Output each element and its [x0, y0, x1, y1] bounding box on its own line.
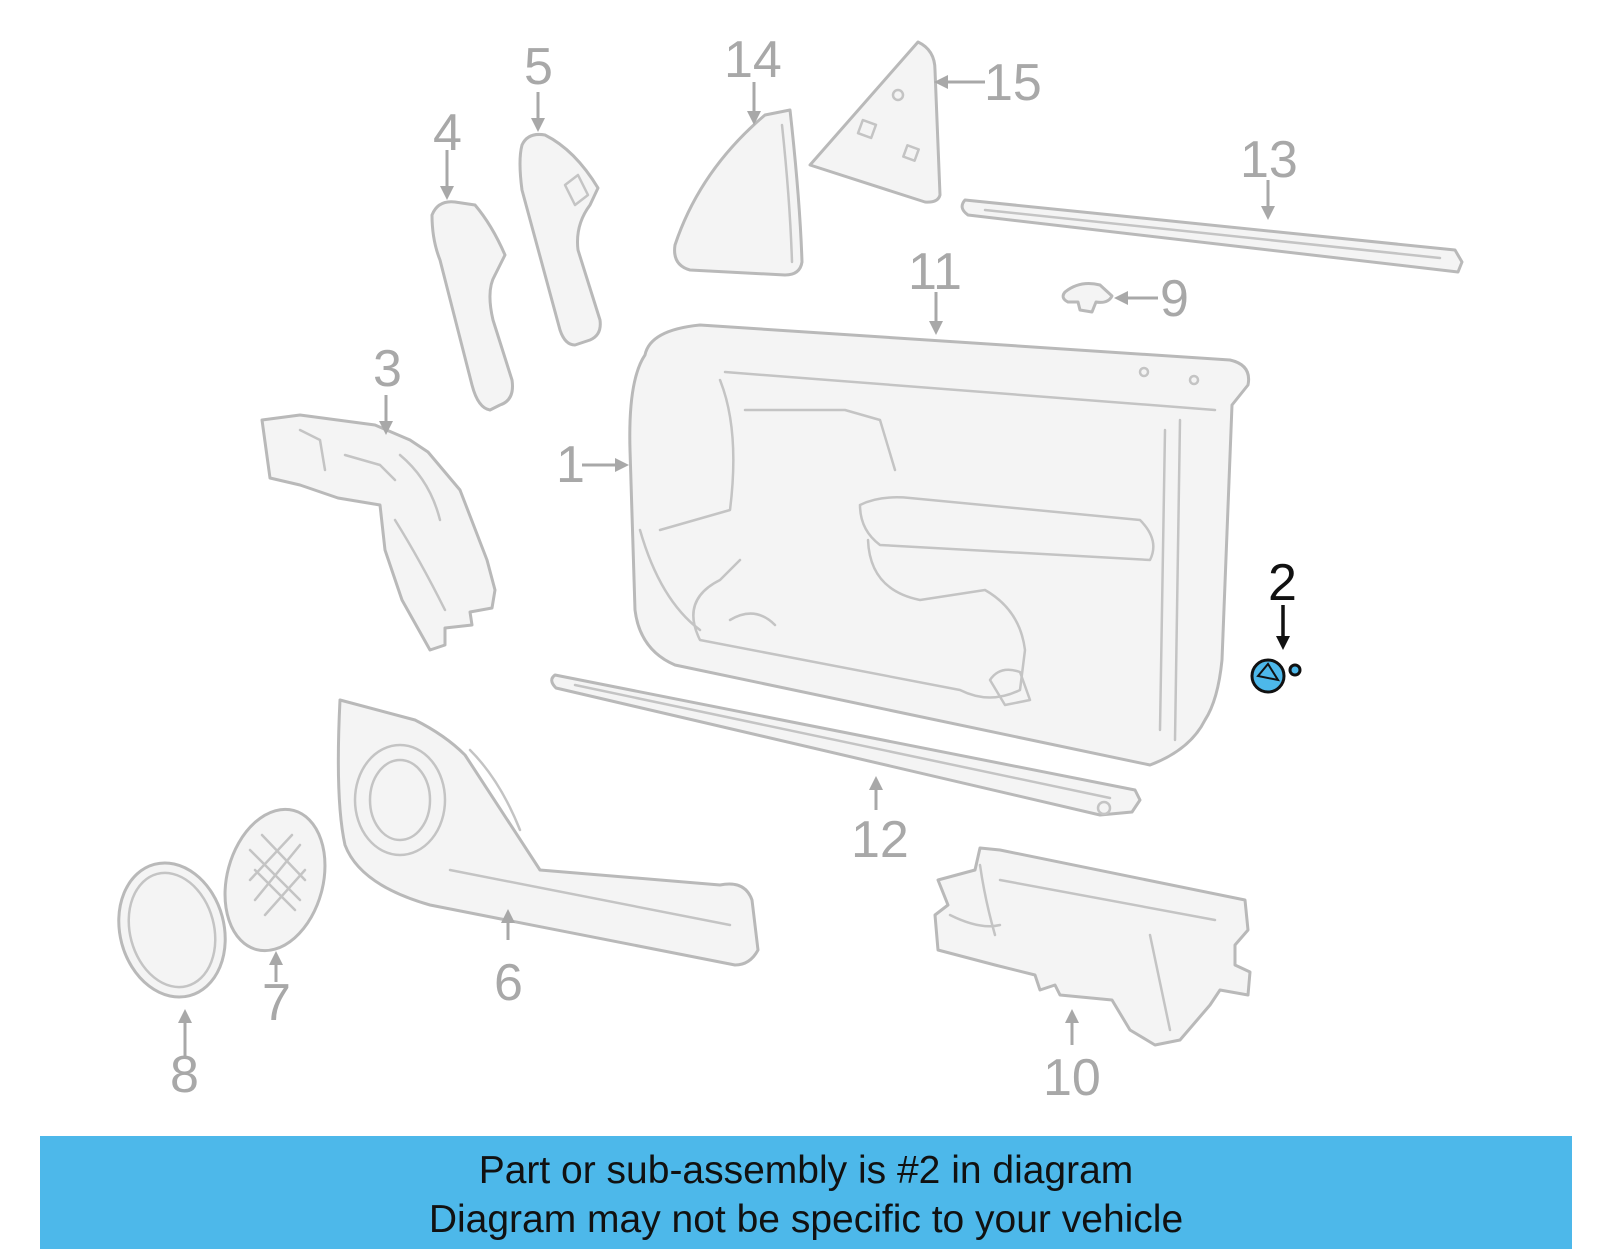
part-6-speaker-trim — [336, 698, 760, 967]
part-10-switch-bracket — [933, 846, 1252, 1047]
part-14-corner-trim — [673, 108, 804, 277]
callout-9: 9 — [1160, 270, 1189, 328]
part-7-speaker-grille — [223, 807, 327, 953]
callout-3: 3 — [373, 340, 402, 398]
callout-12: 12 — [851, 811, 909, 869]
part-2-highlighted-clip — [1250, 658, 1302, 694]
part-9-clip — [1061, 282, 1114, 314]
part-11-door-trim-panel — [628, 323, 1251, 767]
callout-11: 11 — [908, 243, 962, 301]
callout-8: 8 — [170, 1046, 199, 1104]
leader-lines — [178, 75, 1290, 1057]
banner-line-disclaimer: Diagram may not be specific to your vehi… — [428, 1198, 1184, 1241]
callout-6: 6 — [494, 954, 523, 1012]
part-4-grab-handle — [430, 200, 514, 412]
callout-1: 1 — [556, 436, 585, 494]
banner-line-part: Part or sub-assembly is #2 in diagram — [478, 1149, 1134, 1192]
callout-7: 7 — [262, 974, 291, 1032]
part-15-mirror-cover — [808, 40, 942, 204]
part-13-belt-molding — [960, 198, 1464, 274]
callout-10: 10 — [1043, 1049, 1101, 1107]
callout-13: 13 — [1240, 131, 1298, 189]
callout-15: 15 — [984, 54, 1042, 112]
callout-14: 14 — [724, 31, 782, 89]
callout-5: 5 — [524, 38, 553, 96]
callout-2: 2 — [1268, 554, 1297, 612]
callout-4: 4 — [433, 104, 462, 162]
info-banner: Part or sub-assembly is #2 in diagram Di… — [40, 1136, 1572, 1249]
part-8-speaker-ring — [117, 861, 227, 999]
part-3-pull-bracket — [260, 413, 497, 652]
part-12-lower-molding — [550, 673, 1142, 817]
part-5-armrest-handle — [518, 133, 602, 347]
